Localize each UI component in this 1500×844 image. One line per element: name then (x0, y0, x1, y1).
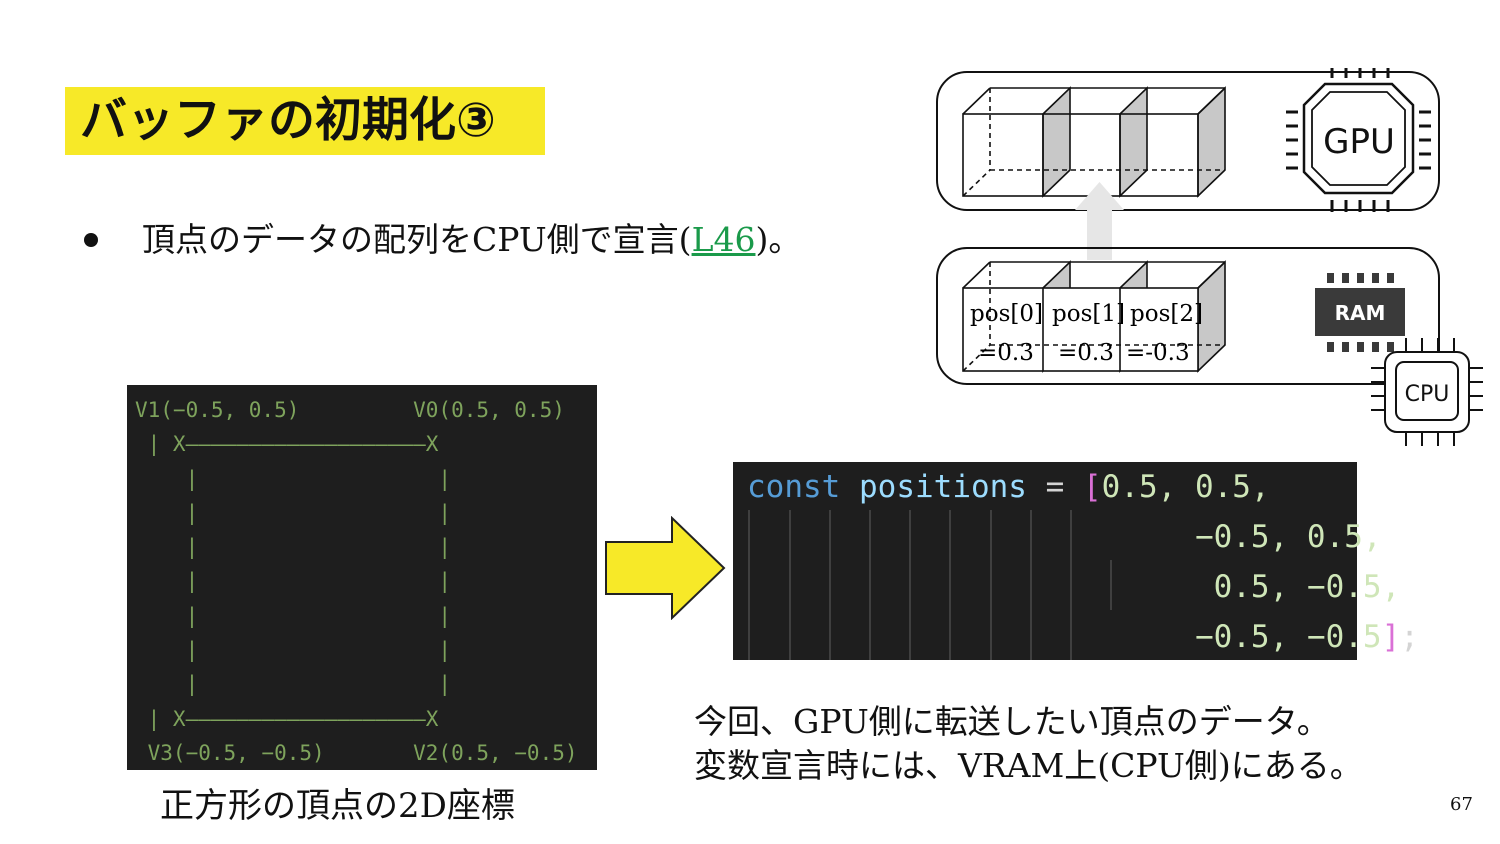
bullet-text-before: 頂点のデータの配列をCPU側で宣言( (142, 220, 692, 259)
code-caption-line-2: 変数宣言時には、VRAM上(CPU側)にある。 (694, 746, 1363, 785)
terminal-line: | | (135, 638, 452, 663)
cpu-label: CPU (1405, 382, 1450, 407)
indent-guides (748, 510, 1112, 660)
cpu-memory-container (936, 247, 1440, 385)
cell-0-value: =0.3 (978, 340, 1034, 366)
terminal-line: | X———————————————————X (135, 432, 439, 457)
gpu-memory-container (936, 71, 1440, 211)
terminal-caption: 正方形の頂点の2D座標 (160, 786, 515, 826)
ram-chip-icon (1315, 273, 1405, 352)
vertex-square-terminal: V1(−0.5, 0.5) V0(0.5, 0.5) | X——————————… (127, 385, 597, 770)
code-operator: = (1026, 469, 1083, 505)
cpu-chip-icon (1371, 338, 1483, 446)
code-semicolon: ; (1400, 619, 1419, 655)
code-close-bracket: ] (1381, 619, 1401, 655)
cell-0-name: pos[0] (970, 301, 1043, 327)
terminal-line: | | (135, 500, 452, 525)
ram-buffer-boxes (962, 260, 1226, 373)
code-values-line-1: 0.5, 0.5, (1101, 469, 1270, 505)
cell-2-name: pos[2] (1130, 301, 1203, 327)
terminal-text: V1(−0.5, 0.5) V0(0.5, 0.5) | X——————————… (135, 393, 578, 770)
ram-label: RAM (1335, 301, 1386, 325)
terminal-line: | | (135, 569, 452, 594)
code-open-bracket: [ (1082, 469, 1102, 505)
code-keyword: const (747, 469, 841, 505)
cell-2-value: =-0.3 (1126, 340, 1190, 366)
terminal-line: | | (135, 603, 452, 628)
gpu-buffer-boxes (962, 86, 1226, 198)
terminal-line: V3(−0.5, −0.5) V2(0.5, −0.5) (135, 740, 578, 765)
code-caption-line-1: 今回、GPU側に転送したい頂点のデータ。 (694, 702, 1330, 741)
terminal-line: | | (135, 466, 452, 491)
gpu-label: GPU (1323, 122, 1395, 162)
code-identifier: positions (859, 469, 1027, 505)
gpu-chip-icon (1286, 68, 1431, 212)
code-values-line-3: 0.5, −0.5, (1213, 569, 1401, 605)
code-text: const positions = [0.5, 0.5, −0.5, 0.5, … (747, 462, 1419, 662)
source-line-link[interactable]: L46 (691, 220, 756, 259)
terminal-line: | | (135, 535, 452, 560)
code-snippet: const positions = [0.5, 0.5, −0.5, 0.5, … (733, 462, 1419, 660)
code-values-line-2: −0.5, 0.5, (1194, 519, 1382, 555)
memory-transfer-diagram: GPU pos[0] pos[1] pos[2] =0.3 =0.3 =-0.3… (936, 68, 1483, 446)
terminal-line: V1(−0.5, 0.5) V0(0.5, 0.5) (135, 398, 565, 422)
bullet-text-after: )。 (755, 220, 802, 259)
title-highlight (65, 87, 545, 155)
bullet-text: 頂点のデータの配列をCPU側で宣言(L46)。 (142, 218, 801, 262)
code-values-line-4: −0.5, −0.5 (1194, 619, 1382, 655)
cell-1-name: pos[1] (1052, 301, 1125, 327)
bullet-dot-icon (84, 233, 98, 247)
slide-title: バッファの初期化③ (80, 93, 496, 148)
transfer-arrow-up-icon (1075, 182, 1124, 260)
code-caption: 今回、GPU側に転送したい頂点のデータ。 変数宣言時には、VRAM上(CPU側)… (694, 700, 1363, 788)
arrow-right-icon (605, 516, 726, 620)
cell-1-value: =0.3 (1058, 340, 1114, 366)
page-number: 67 (1450, 794, 1473, 815)
terminal-line: | X———————————————————X (135, 706, 439, 731)
terminal-line: | | (135, 672, 452, 697)
